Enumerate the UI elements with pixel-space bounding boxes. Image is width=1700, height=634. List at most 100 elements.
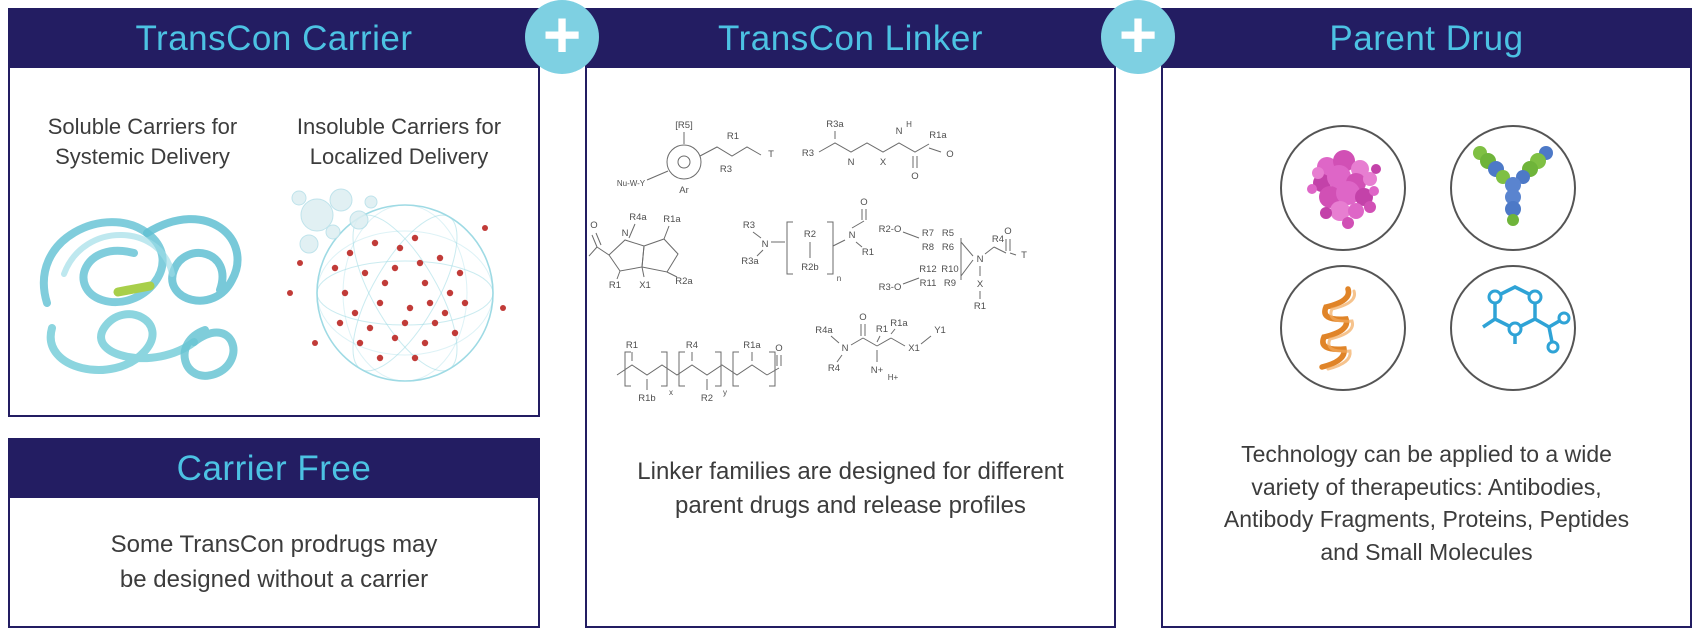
peptide-helix-circle: [1280, 265, 1406, 391]
plus-glyph: +: [542, 0, 582, 71]
chemical-structure-3: N R4a R1a O R1 R2a X1: [588, 212, 693, 291]
carrier-panel-header: TransCon Carrier: [10, 10, 538, 68]
chem-label: X: [977, 279, 984, 290]
plus-icon: +: [525, 0, 599, 74]
chemical-structure-1: [R5] Nu-W-Y Ar R1 R3 T: [617, 120, 774, 196]
plus-glyph: +: [1118, 0, 1158, 71]
chem-label: R1a: [890, 318, 908, 329]
chem-label: R2a: [675, 276, 693, 287]
chemical-structure-7: R4a N R4 O R1 R1a X1 Y1 N+ H+: [815, 312, 946, 382]
linker-panel: TransCon Linker [R5] Nu-W-Y Ar R1 R3 T R…: [585, 8, 1116, 628]
peptide-helix-icon: [1319, 286, 1357, 371]
chem-label: T: [768, 149, 774, 160]
chem-label: R3a: [741, 256, 759, 267]
chem-label: N: [848, 157, 855, 168]
parent-drug-panel: Parent Drug: [1161, 8, 1692, 628]
carrier-free-panel-title: Carrier Free: [176, 449, 372, 488]
carrier-free-panel: Carrier Free Some TransCon prodrugs may …: [8, 438, 540, 628]
chemical-structure-2: R3a R3 N X N H O R1a O: [802, 119, 954, 182]
chem-label: R3a: [826, 119, 844, 130]
chem-label: Ar: [679, 185, 689, 196]
linker-panel-title: TransCon Linker: [718, 19, 983, 58]
chem-label: R4: [992, 234, 1004, 245]
chem-label: R1: [609, 280, 621, 291]
carrier-panel: TransCon Carrier Soluble Carriers for Sy…: [8, 8, 540, 417]
chem-label: R1: [862, 247, 874, 258]
chem-label: R1b: [638, 393, 655, 404]
chem-label: R11: [920, 278, 937, 289]
linker-chemical-structures: [R5] Nu-W-Y Ar R1 R3 T R3a R3 N X N H O …: [588, 119, 1027, 404]
chem-label: [R5]: [675, 120, 692, 131]
microsphere-depot-icon: [287, 188, 506, 382]
carrier-panel-title: TransCon Carrier: [135, 19, 413, 58]
chem-label: R4a: [629, 212, 647, 223]
chem-label: N: [849, 230, 856, 241]
carrier-free-body: Some TransCon prodrugs may be designed w…: [110, 531, 438, 593]
insoluble-carriers-label: Insoluble Carriers for Localized Deliver…: [296, 114, 502, 169]
chem-label: R2: [804, 229, 816, 240]
bubbles: [291, 188, 378, 254]
antibody-circle: [1450, 125, 1576, 251]
chem-label: N: [977, 254, 984, 265]
chem-label: Nu-W-Y: [617, 179, 646, 188]
chem-label: R3: [802, 148, 814, 159]
chem-label: R10: [941, 264, 958, 275]
small-molecule-circle: [1450, 265, 1576, 391]
chem-label: O: [590, 220, 597, 231]
soluble-carriers-label: Soluble Carriers for Systemic Delivery: [47, 114, 238, 169]
linker-caption: Linker families are designed for differe…: [637, 458, 1064, 520]
chem-label: H: [906, 120, 912, 129]
protein-icon: [1307, 150, 1381, 229]
chem-label: O: [1004, 226, 1011, 237]
chem-label: N: [896, 126, 903, 137]
chem-label: O: [911, 171, 918, 182]
chem-label: N: [842, 343, 849, 354]
chem-label: R3: [720, 164, 732, 175]
chem-label: R4: [686, 340, 698, 351]
chem-label: R3-O: [879, 282, 902, 293]
chem-label: R9: [944, 278, 956, 289]
chem-label: R5: [942, 228, 954, 239]
chem-label: R2: [701, 393, 713, 404]
chem-label: R12: [919, 264, 936, 275]
chem-label: R1: [876, 324, 888, 335]
parent-drug-panel-header: Parent Drug: [1163, 10, 1690, 68]
chem-label: O: [775, 343, 782, 354]
linker-panel-header: TransCon Linker: [587, 10, 1114, 68]
chem-label: R1a: [743, 340, 761, 351]
chem-label: N: [762, 239, 769, 250]
chemical-structure-4: R3 N R2 R2b n N R1 O R3a: [741, 197, 874, 283]
chem-label: Y1: [934, 325, 946, 336]
chem-label: R6: [942, 242, 954, 253]
chemical-structure-6: R1 R4 R1a R1b R2 x y O: [616, 340, 783, 404]
protein-ribbon-icon: [40, 215, 242, 380]
chem-label: R2b: [801, 262, 818, 273]
chem-label: R1: [626, 340, 638, 351]
chem-label: O: [946, 149, 953, 160]
chem-label: X1: [639, 280, 651, 291]
chem-label: R8: [922, 242, 934, 253]
chem-label: T: [1021, 250, 1027, 261]
chem-label: N+: [871, 365, 884, 376]
chem-label: R2-O: [879, 224, 902, 235]
chem-label: R3: [743, 220, 755, 231]
chem-label: y: [723, 388, 727, 397]
chem-label: O: [859, 312, 866, 323]
chem-label: x: [669, 388, 673, 397]
chemical-structure-5: R2-O R7 R5 R8 R6 R12 R10 R11 R9 R3-O N R…: [879, 224, 1027, 312]
chem-label: R1a: [929, 130, 947, 141]
chem-label: X: [880, 157, 887, 168]
chem-label: R4: [828, 363, 840, 374]
small-molecule-icon: [1482, 285, 1571, 354]
chem-label: n: [837, 274, 841, 283]
chem-label: R7: [922, 228, 934, 239]
chem-label: R4a: [815, 325, 833, 336]
sphere-mesh: [316, 204, 494, 382]
plus-icon: +: [1101, 0, 1175, 74]
parent-drug-caption: Technology can be applied to a wide vari…: [1223, 441, 1630, 565]
chem-label: O: [860, 197, 867, 208]
drug-particles: [287, 225, 506, 362]
chem-label: N: [622, 228, 629, 239]
chem-label: R1: [974, 301, 986, 312]
